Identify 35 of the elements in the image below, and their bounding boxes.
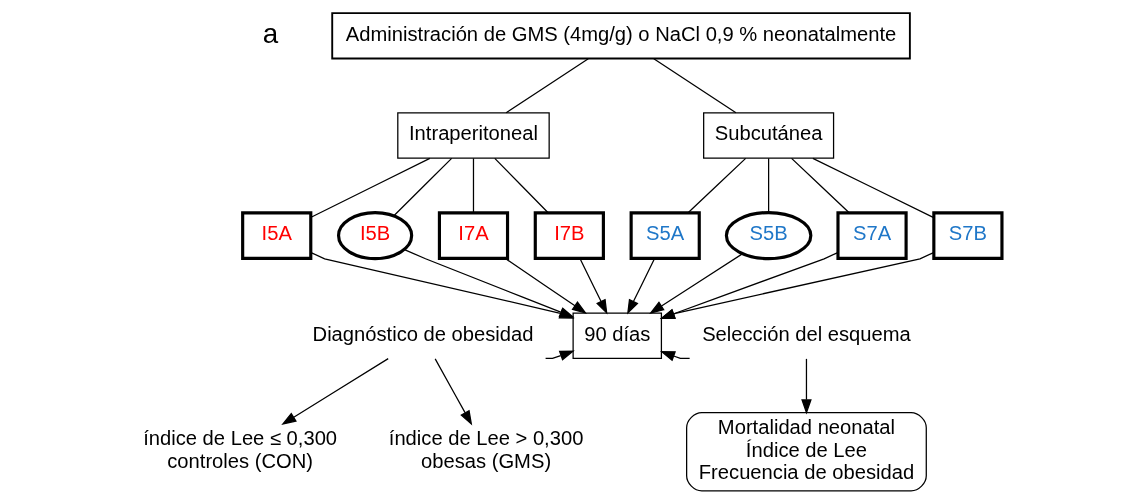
label: a (262, 17, 279, 49)
connector (472, 157, 475, 214)
node-ellipse: S5B (724, 211, 813, 261)
node-box: Mortalidad neonatal Índice de Lee Frecuencia de obesidad (686, 412, 927, 492)
node-box: S7B (932, 211, 1004, 260)
connector (812, 157, 935, 219)
node-box: 90 días (572, 312, 663, 360)
node-box: I7A (437, 211, 510, 260)
arrow (649, 253, 743, 314)
connector (790, 157, 850, 214)
connector (653, 58, 737, 114)
connector (768, 157, 770, 214)
node-ellipse: I5B (336, 211, 414, 261)
node-text: índice de Lee > 0,300 obesas (GMS) (388, 427, 584, 472)
node-box: Subcutánea (703, 112, 835, 159)
node-box: Intraperitoneal (397, 112, 550, 159)
arrow (579, 257, 608, 315)
node-text: índice de Lee ≤ 0,300 controles (CON) (143, 427, 338, 472)
node-text: Selección del esquema (702, 322, 911, 345)
node-box: S5A (629, 211, 701, 260)
node-text: Diagnóstico de obesidad (312, 322, 534, 345)
node-box: Administración de GMS (4mg/g) o NaCl 0,9 % neonatalmente (331, 12, 911, 60)
node-box: I7B (533, 211, 605, 260)
node-box: S7A (836, 211, 908, 260)
connector (393, 157, 453, 217)
node-box: I5A (241, 211, 313, 260)
arrow (627, 257, 656, 315)
connector (494, 157, 549, 214)
arrow (434, 358, 473, 426)
connector (505, 58, 589, 114)
connector (310, 157, 431, 218)
connector (687, 157, 747, 214)
arrow (281, 358, 389, 425)
arrow (504, 257, 587, 314)
arrow (801, 358, 812, 415)
